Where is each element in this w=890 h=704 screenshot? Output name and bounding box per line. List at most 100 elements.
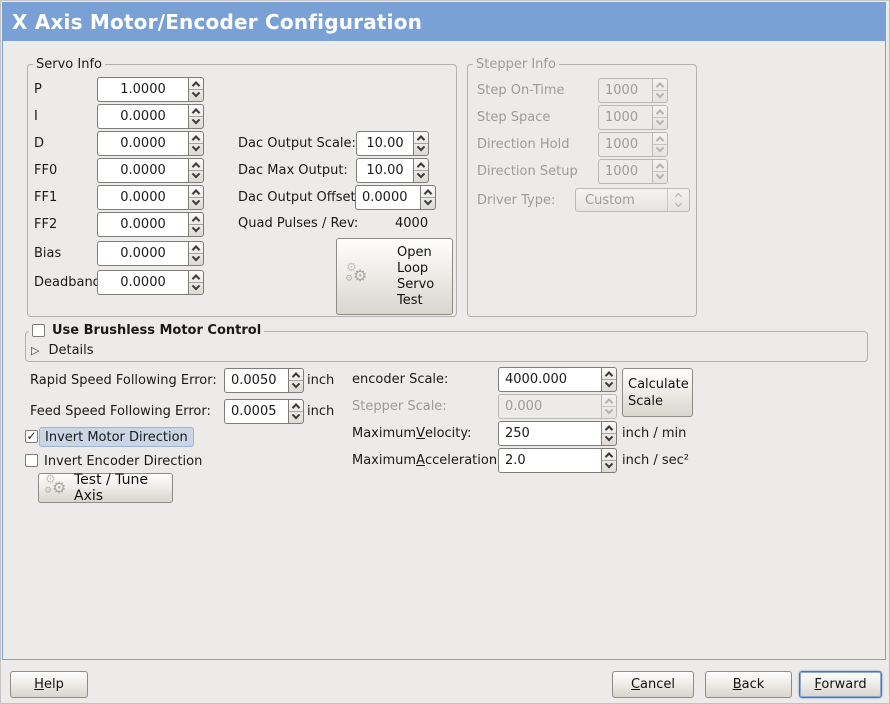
max-acceleration-spinbox: 2.0 <box>498 448 617 473</box>
direction-hold-input: 1000 <box>598 132 652 157</box>
direction-setup-spin-buttons <box>652 159 668 184</box>
encoder-scale-label: encoder Scale: <box>352 372 449 387</box>
spin-down-button[interactable] <box>189 142 203 155</box>
spin-up-button[interactable] <box>189 186 203 198</box>
forward-button[interactable]: Forward <box>799 671 882 698</box>
use-brushless-label: Use Brushless Motor Control <box>52 323 262 338</box>
spin-down-button[interactable] <box>189 88 203 101</box>
ff0-input[interactable]: 0.0000 <box>97 158 188 183</box>
invert-motor-label[interactable]: Invert Motor Direction <box>39 427 194 447</box>
chevron-down-icon <box>423 196 433 205</box>
spin-up-button[interactable] <box>189 271 203 283</box>
spin-down-button[interactable] <box>289 379 303 392</box>
spin-up-button[interactable] <box>414 132 428 144</box>
use-brushless-checkbox[interactable] <box>32 324 45 337</box>
spin-up-button[interactable] <box>189 159 203 171</box>
direction-hold-spinbox: 1000 <box>598 132 668 157</box>
chevron-down-icon <box>604 378 614 387</box>
spin-down-button[interactable] <box>602 432 616 445</box>
max-velocity-input[interactable]: 250 <box>498 421 601 446</box>
back-button[interactable]: Back <box>705 671 792 698</box>
spin-up-button[interactable] <box>189 213 203 225</box>
stepper-scale-spinbox: 0.000 <box>498 394 617 419</box>
spin-down-button[interactable] <box>189 115 203 128</box>
spin-down-button[interactable] <box>414 169 428 182</box>
spin-down-button[interactable] <box>189 252 203 265</box>
deadband-input[interactable]: 0.0000 <box>97 270 188 295</box>
combo-arrows-icon <box>668 192 689 208</box>
test-tune-axis-button[interactable]: ⚙ ⚙ ⚙ Test / Tune Axis <box>38 471 173 504</box>
ff1-input[interactable]: 0.0000 <box>97 185 188 210</box>
spin-down-button[interactable] <box>414 142 428 155</box>
dac-output-scale-input[interactable]: 10.00 <box>356 131 413 156</box>
ff1-spin-buttons <box>188 185 204 210</box>
chevron-down-icon <box>655 170 665 179</box>
calculate-scale-button[interactable]: Calculate Scale <box>622 368 693 417</box>
ff2-input[interactable]: 0.0000 <box>97 212 188 237</box>
spin-up-button[interactable] <box>189 132 203 144</box>
details-expander[interactable]: ▷ Details <box>31 341 94 359</box>
chevron-down-icon <box>655 89 665 98</box>
spin-up-button[interactable] <box>189 78 203 90</box>
open-loop-servo-test-button[interactable]: ⚙ ⚙ ⚙ Open Loop Servo Test <box>336 238 453 315</box>
gear-icon: ⚙ <box>52 477 67 497</box>
spin-down-button[interactable] <box>602 459 616 472</box>
spin-up-button[interactable] <box>602 368 616 380</box>
chevron-down-icon <box>604 459 614 468</box>
stepper-scale-input: 0.000 <box>498 394 601 419</box>
dac-output-scale-spinbox: 10.00 <box>356 131 429 156</box>
chevron-up-icon <box>655 108 665 118</box>
stepper-scale-spin-buttons <box>601 394 617 419</box>
calculate-scale-label: Calculate Scale <box>628 376 689 409</box>
d-input[interactable]: 0.0000 <box>97 131 188 156</box>
spin-down-button[interactable] <box>602 378 616 391</box>
spin-down-button[interactable] <box>289 410 303 423</box>
gears-icon: ⚙ ⚙ ⚙ <box>345 260 373 290</box>
spin-down-button[interactable] <box>189 169 203 182</box>
i-input[interactable]: 0.0000 <box>97 104 188 129</box>
chevron-down-icon <box>655 143 665 152</box>
spin-up-button[interactable] <box>289 400 303 412</box>
spin-up-button[interactable] <box>189 242 203 254</box>
spin-up-button[interactable] <box>189 105 203 117</box>
chevron-up-icon <box>191 215 201 225</box>
spin-down-button[interactable] <box>421 196 435 209</box>
spin-down-button[interactable] <box>189 223 203 236</box>
spin-up-button[interactable] <box>602 422 616 434</box>
bias-input[interactable]: 0.0000 <box>97 241 188 266</box>
p-input[interactable]: 1.0000 <box>97 77 188 102</box>
help-button[interactable]: Help <box>10 671 88 698</box>
spin-up-button[interactable] <box>602 449 616 461</box>
spin-down-button[interactable] <box>189 281 203 294</box>
max-acceleration-spin-buttons <box>601 448 617 473</box>
cancel-button-label: Cancel <box>631 677 675 692</box>
chevron-up-icon <box>191 134 201 144</box>
rapid-following-error-input[interactable]: 0.0050 <box>224 368 288 393</box>
dac-output-offset-input[interactable]: 0.0000 <box>355 185 420 210</box>
stepper-info-frame-label: Stepper Info <box>473 57 559 72</box>
invert-motor-checkbox[interactable]: ✓ <box>25 430 38 443</box>
spin-up-button[interactable] <box>414 159 428 171</box>
max-acceleration-input[interactable]: 2.0 <box>498 448 601 473</box>
invert-encoder-label[interactable]: Invert Encoder Direction <box>44 454 203 469</box>
spin-up-button[interactable] <box>289 369 303 381</box>
chevron-up-icon <box>191 188 201 198</box>
chevron-up-icon <box>191 161 201 171</box>
dac-max-output-input[interactable]: 10.00 <box>356 158 413 183</box>
encoder-scale-input[interactable]: 4000.000 <box>498 367 601 392</box>
servo-info-frame-label: Servo Info <box>33 57 105 72</box>
cancel-rest: ancel <box>640 677 676 692</box>
gear-icon: ⚙ <box>45 471 56 486</box>
max-velocity-label-post: elocity: <box>424 426 472 441</box>
brushless-frame <box>25 331 868 362</box>
cancel-button[interactable]: Cancel <box>612 671 694 698</box>
driver-type-value: Custom <box>585 192 635 208</box>
feed-following-error-unit: inch <box>307 404 335 419</box>
servo-info-frame <box>27 64 457 317</box>
spin-down-button[interactable] <box>189 196 203 209</box>
spin-up-button[interactable] <box>421 186 435 198</box>
invert-encoder-checkbox[interactable] <box>25 454 38 467</box>
gear-icon: ⚙ <box>44 485 53 496</box>
chevron-up-icon <box>604 424 614 434</box>
feed-following-error-input[interactable]: 0.0005 <box>224 399 288 424</box>
